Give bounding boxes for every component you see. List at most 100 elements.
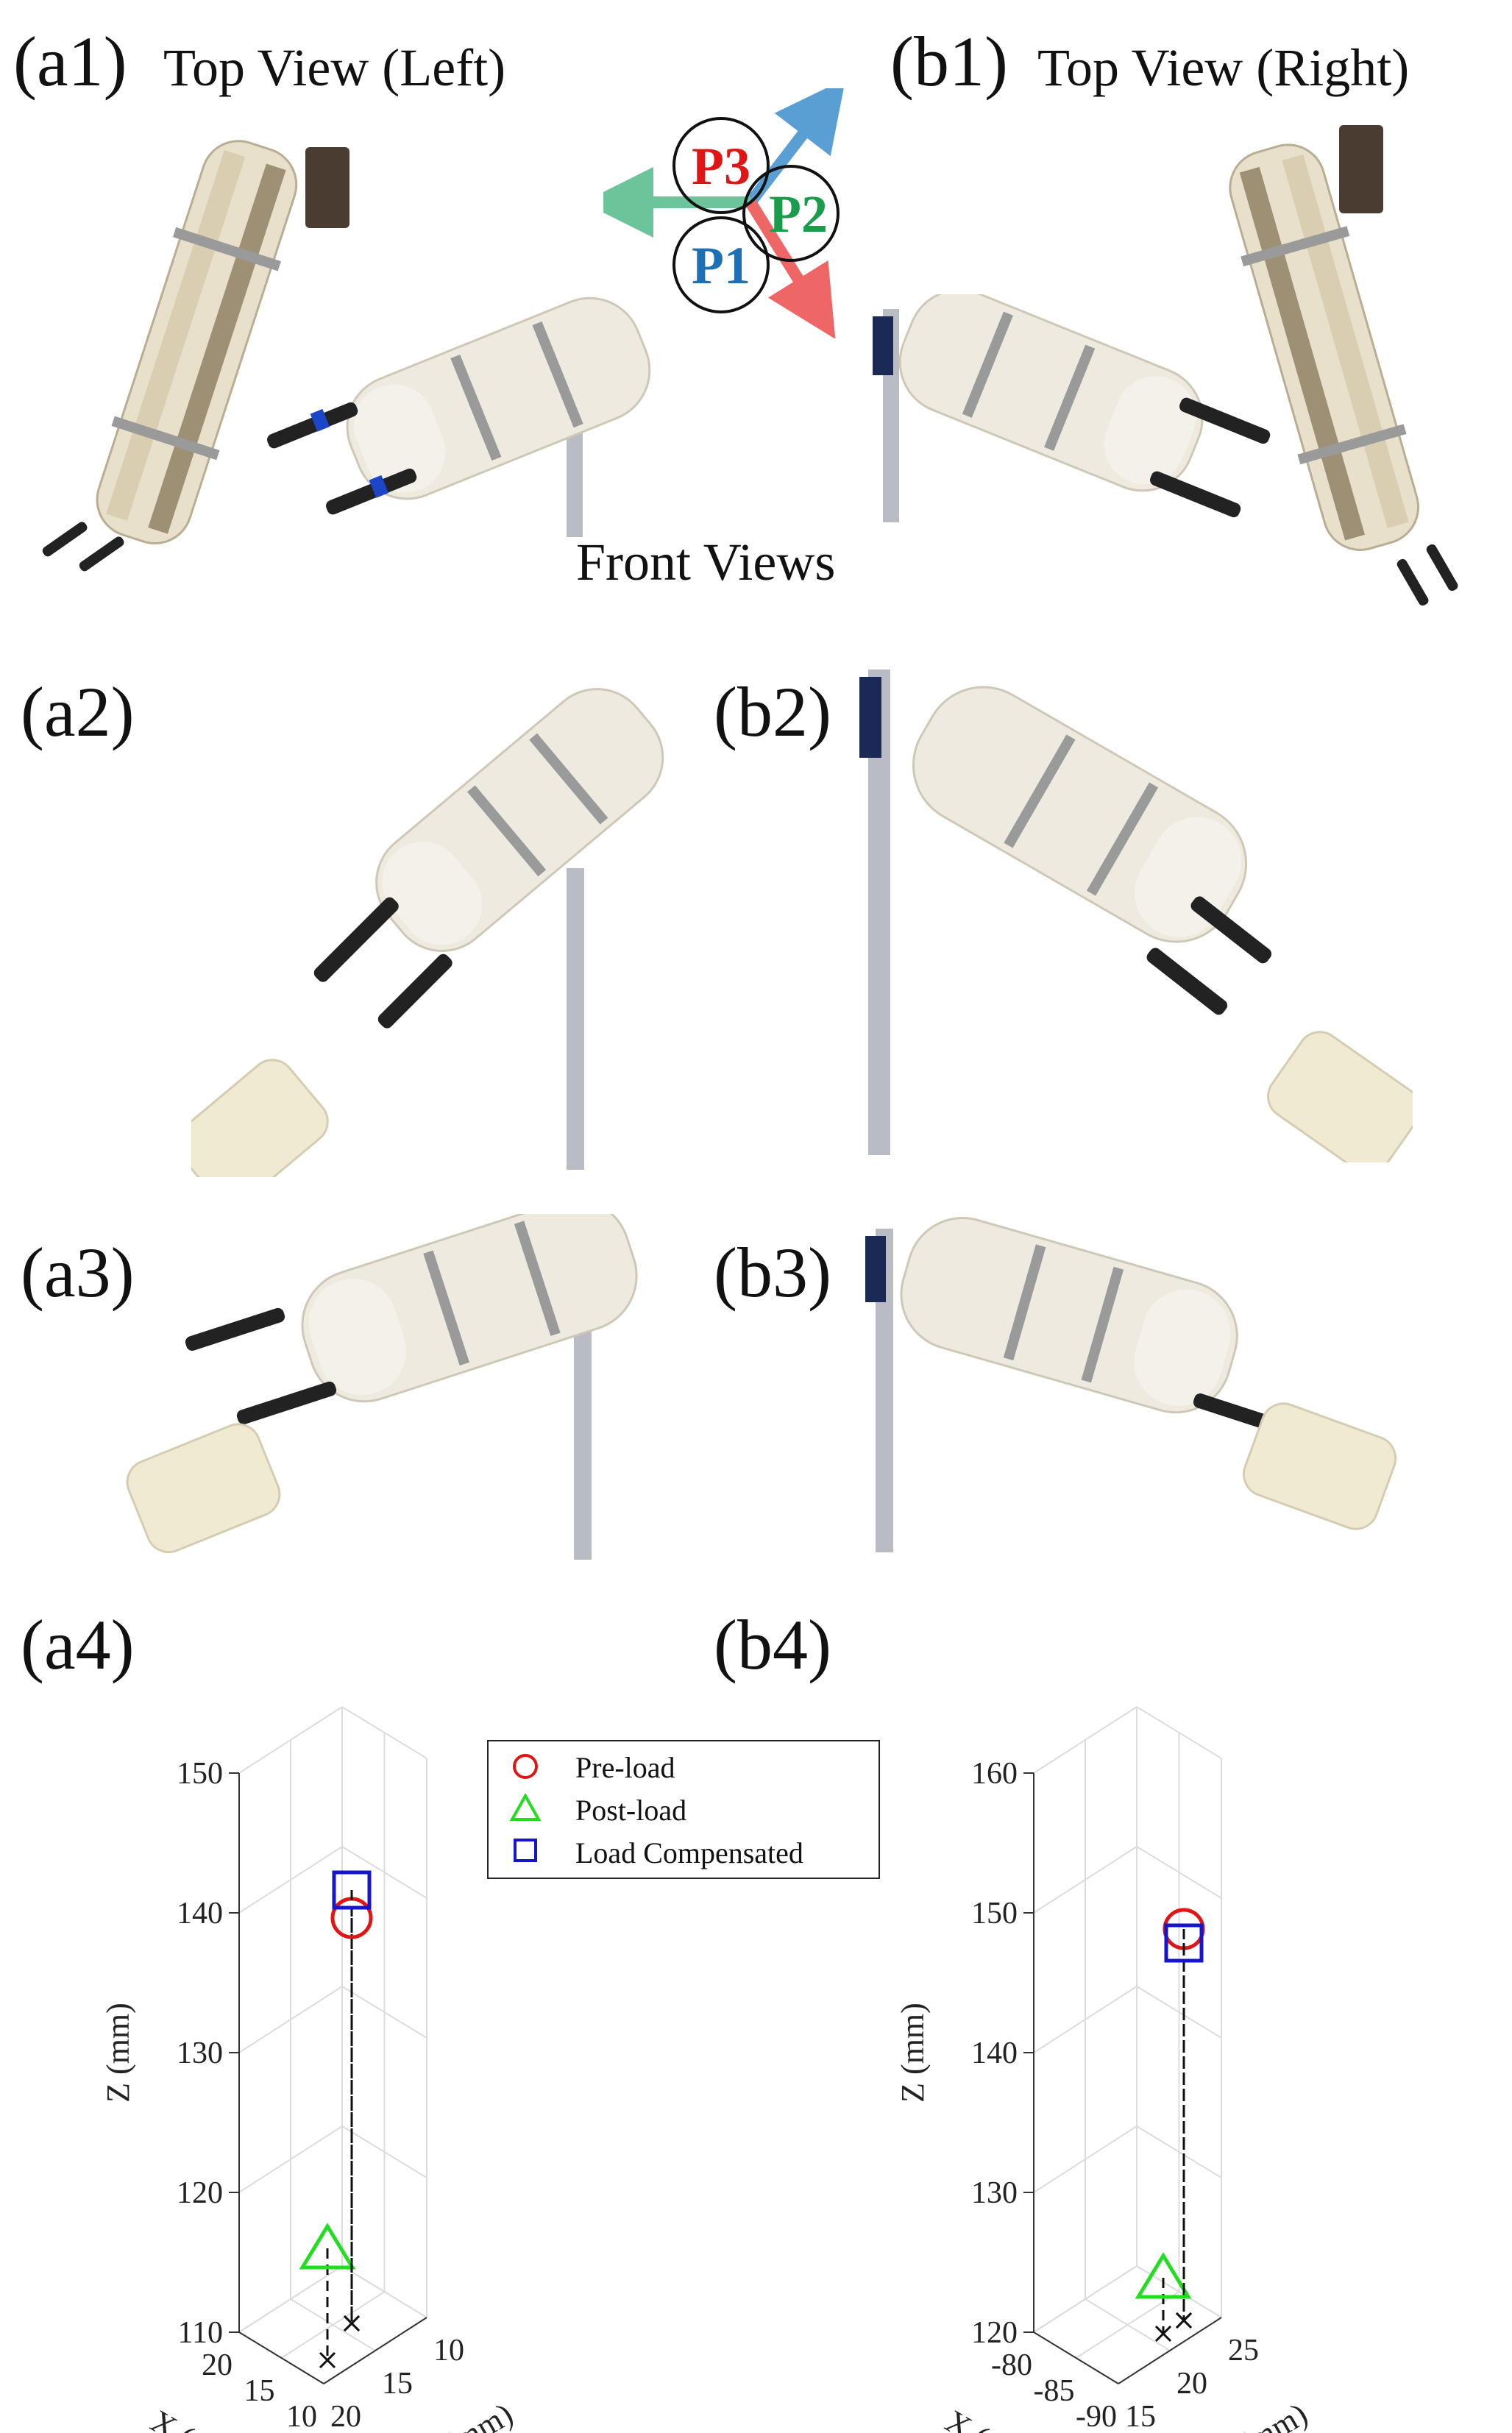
z-tick-label: 120 bbox=[971, 2316, 1018, 2350]
p2-circle bbox=[742, 165, 840, 262]
panel-label-a1: (a1) bbox=[13, 22, 127, 101]
chart-legend: Pre-load Post-load Load Compensated bbox=[487, 1740, 880, 1879]
legend-postload-marker bbox=[509, 1793, 542, 1821]
grid-line bbox=[1136, 1846, 1222, 1899]
z-tick-label: 160 bbox=[971, 1757, 1018, 1791]
p2-label: P2 bbox=[769, 185, 828, 244]
y-tick-label: 15 bbox=[382, 2367, 413, 2401]
title-top-view-right: Top View (Right) bbox=[1037, 38, 1410, 97]
grid-line bbox=[341, 1986, 427, 2039]
legend-compensated-label: Load Compensated bbox=[575, 1836, 803, 1869]
postload-point bbox=[299, 2223, 356, 2270]
chart-b4-labels: 160 150 140 130 120-80-85-90 25 20 15 X (mm) Y (m… bbox=[895, 1757, 1313, 2433]
legend-preload-marker bbox=[513, 1754, 538, 1779]
grid-line bbox=[1136, 2125, 1222, 2178]
compensated-point bbox=[332, 1870, 372, 1910]
p3-label: P3 bbox=[692, 137, 750, 196]
grid-line bbox=[1033, 2125, 1137, 2193]
y-tick-label: 20 bbox=[1176, 2367, 1207, 2401]
photo-top-view-right bbox=[1229, 125, 1458, 606]
y-tick-label: 20 bbox=[330, 2400, 361, 2433]
compensated-point bbox=[1164, 1923, 1204, 1963]
x-tick-label: 15 bbox=[244, 2374, 275, 2408]
photo-front-left-compensated bbox=[126, 1214, 638, 1560]
photo-front-right-loaded bbox=[859, 669, 1413, 1162]
y-axis-line bbox=[323, 2317, 427, 2384]
x-axis-title: X (mm) bbox=[145, 2403, 252, 2433]
photo-front-left-loaded bbox=[191, 688, 664, 1177]
z-axis-title: Z (mm) bbox=[895, 2003, 931, 2103]
grid-line bbox=[238, 1706, 343, 1774]
chart-a4-labels: 150140130120110201510101520X (mm)Y (mm)Z… bbox=[100, 1757, 519, 2433]
y-axis-title: Y (mm) bbox=[1207, 2395, 1313, 2433]
grid-line bbox=[1136, 1706, 1222, 1759]
grid-line bbox=[1033, 1706, 1137, 1774]
y-axis-line bbox=[1118, 2317, 1222, 2384]
y-tick-label: 10 bbox=[433, 2334, 464, 2368]
p1-circle bbox=[672, 216, 770, 313]
chart-a4-grid bbox=[238, 1706, 427, 2384]
grid-line bbox=[341, 1846, 427, 1899]
chart-b4-grid bbox=[1033, 1706, 1222, 2384]
floor-x-marker bbox=[343, 2315, 361, 2332]
legend-compensated-marker bbox=[514, 1839, 537, 1862]
panel-label-a3: (a3) bbox=[21, 1233, 135, 1312]
grid-line bbox=[280, 2291, 386, 2359]
p3-direction-arrow bbox=[745, 199, 836, 338]
title-top-view-left: Top View (Left) bbox=[163, 38, 506, 97]
x-tick-label: 20 bbox=[202, 2348, 233, 2382]
title-front-views: Front Views bbox=[576, 533, 836, 592]
photo-front-view-left bbox=[267, 296, 651, 537]
grid-line bbox=[238, 1846, 343, 1914]
chart-b4: 160 150 140 130 120-80-85-90 25 20 15 X (mm) Y (m… bbox=[895, 1706, 1313, 2433]
p1-label: P1 bbox=[692, 236, 750, 295]
x-tick-label: -85 bbox=[1034, 2374, 1075, 2408]
z-tick-label: 150 bbox=[177, 1757, 223, 1791]
legend-postload-label: Post-load bbox=[575, 1794, 687, 1827]
z-tick-label: 150 bbox=[971, 1897, 1018, 1931]
x-axis-line bbox=[1033, 2331, 1119, 2384]
floor-x-marker bbox=[319, 2351, 336, 2369]
grid-line bbox=[1033, 1846, 1137, 1914]
z-tick-label: 140 bbox=[177, 1897, 223, 1931]
grid-line bbox=[238, 2125, 343, 2193]
x-tick-label: 10 bbox=[286, 2400, 317, 2433]
y-tick-label: 15 bbox=[1125, 2400, 1156, 2433]
floor-x-marker bbox=[1175, 2312, 1193, 2329]
panel-label-b4: (b4) bbox=[714, 1605, 831, 1684]
floor-x-marker bbox=[1154, 2325, 1172, 2343]
panel-label-b2: (b2) bbox=[714, 672, 831, 751]
grid-line bbox=[238, 1986, 343, 2053]
grid-line bbox=[341, 2265, 427, 2318]
panel-label-a2: (a2) bbox=[21, 672, 135, 751]
x-axis-title: X (mm) bbox=[940, 2403, 1047, 2433]
grid-line bbox=[238, 2265, 343, 2333]
panel-label-b1: (b1) bbox=[890, 22, 1008, 101]
photo-front-right-compensated bbox=[865, 1216, 1397, 1552]
panel-label-a4: (a4) bbox=[21, 1605, 135, 1684]
z-tick-label: 140 bbox=[971, 2036, 1018, 2070]
photo-front-view-right bbox=[873, 294, 1271, 522]
z-tick-label: 120 bbox=[177, 2176, 223, 2210]
grid-line bbox=[341, 2125, 427, 2178]
x-axis-line bbox=[238, 2331, 324, 2384]
p3-circle bbox=[672, 117, 770, 214]
y-tick-label: 25 bbox=[1228, 2334, 1259, 2368]
y-axis-title: Y (mm) bbox=[412, 2395, 519, 2433]
photo-top-view-left bbox=[42, 140, 349, 572]
postload-point bbox=[1135, 2252, 1192, 2299]
z-tick-label: 130 bbox=[177, 2036, 223, 2070]
grid-line bbox=[1075, 2291, 1180, 2359]
chart-a4-marks bbox=[299, 1870, 373, 2369]
pressure-direction-diagram: P3 P2 P1 bbox=[603, 88, 846, 338]
chart-b4-marks bbox=[1135, 1908, 1205, 2343]
grid-line bbox=[1033, 1986, 1137, 2053]
z-axis-title: Z (mm) bbox=[100, 2003, 136, 2103]
z-tick-label: 110 bbox=[178, 2316, 223, 2350]
x-tick-label: -80 bbox=[991, 2348, 1032, 2382]
x-tick-label: -90 bbox=[1076, 2400, 1117, 2433]
chart-a4: 150140130120110201510101520X (mm)Y (mm)Z… bbox=[100, 1706, 519, 2433]
grid-line bbox=[1136, 1986, 1222, 2039]
z-tick-label: 130 bbox=[971, 2176, 1018, 2210]
panel-label-b3: (b3) bbox=[714, 1233, 831, 1312]
